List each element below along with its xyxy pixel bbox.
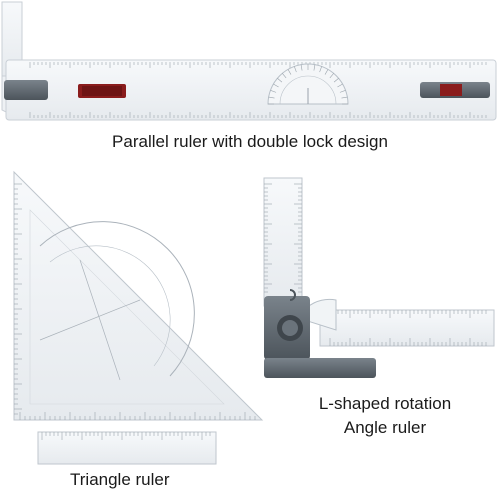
tick-mark [300,64,303,71]
tick-mark [324,69,329,75]
tick-mark [273,83,279,88]
caption-triangle-ruler: Triangle ruler [70,470,170,489]
caption-parallel-ruler: Parallel ruler with double lock design [112,132,388,151]
tick-mark [337,83,343,88]
tick-mark [313,64,316,71]
tick-mark [270,90,277,93]
rotation-hinge [264,289,376,378]
parallel-ruler-ticks [29,62,487,118]
left-lock [4,80,126,100]
tick-mark [294,66,297,73]
triangle-ruler [13,170,264,465]
tick-mark [282,73,287,79]
tick-mark [287,69,292,75]
caption-l-ruler: L-shaped rotation Angle ruler [300,392,470,440]
l-shaped-ruler [263,177,495,378]
tick-mark [333,78,339,83]
tick-mark [319,66,322,73]
tick-mark [341,96,348,99]
caption-l-ruler-line2: Angle ruler [343,418,427,437]
parallel-ruler [1,1,497,121]
tick-mark [268,96,275,99]
tick-mark [339,90,346,93]
caption-l-ruler-line1: L-shaped rotation [318,394,452,413]
tick-mark [277,78,283,83]
tick-mark [329,73,334,79]
right-lock [420,82,490,98]
